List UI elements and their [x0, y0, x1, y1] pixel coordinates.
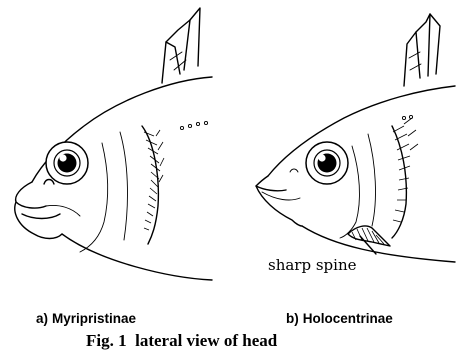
eye-a: [46, 142, 88, 184]
holocentrinae-head-illustration: [256, 14, 455, 262]
lateral-line-a: [180, 121, 207, 129]
sharp-spine-leader-line: [360, 236, 376, 254]
panel-name-b: Holocentrinae: [303, 311, 393, 326]
opercle-hatching-a: [142, 126, 164, 244]
panel-tag-b: b): [286, 311, 299, 326]
myripristinae-head-illustration: [15, 8, 212, 280]
mouth-a: [15, 182, 80, 239]
panel-name-a: Myripristinae: [52, 311, 136, 326]
panel-tag-a: a): [36, 311, 48, 326]
lateral-line-b: [402, 115, 412, 119]
body-outline-b: [268, 86, 455, 176]
panel-label-holocentrinae: b) Holocentrinae: [286, 311, 393, 326]
nostril-b: [290, 169, 298, 172]
opercle-hatching-b: [392, 118, 418, 238]
figure-caption: Fig. 1 lateral view of head: [86, 331, 277, 351]
dorsal-fin-a: [162, 8, 200, 83]
dorsal-fin-b: [404, 14, 440, 86]
snout-b: [256, 176, 302, 226]
eye-b: [306, 142, 348, 184]
belly-outline-a: [62, 234, 212, 280]
panel-label-myripristinae: a) Myripristinae: [36, 311, 136, 326]
preopercle-line-b: [368, 134, 375, 226]
sharp-spine-annotation: sharp spine: [268, 256, 356, 274]
preopercular-spine-b: [348, 226, 390, 246]
nostril-a: [44, 180, 54, 185]
preopercle-line-a: [120, 132, 127, 240]
